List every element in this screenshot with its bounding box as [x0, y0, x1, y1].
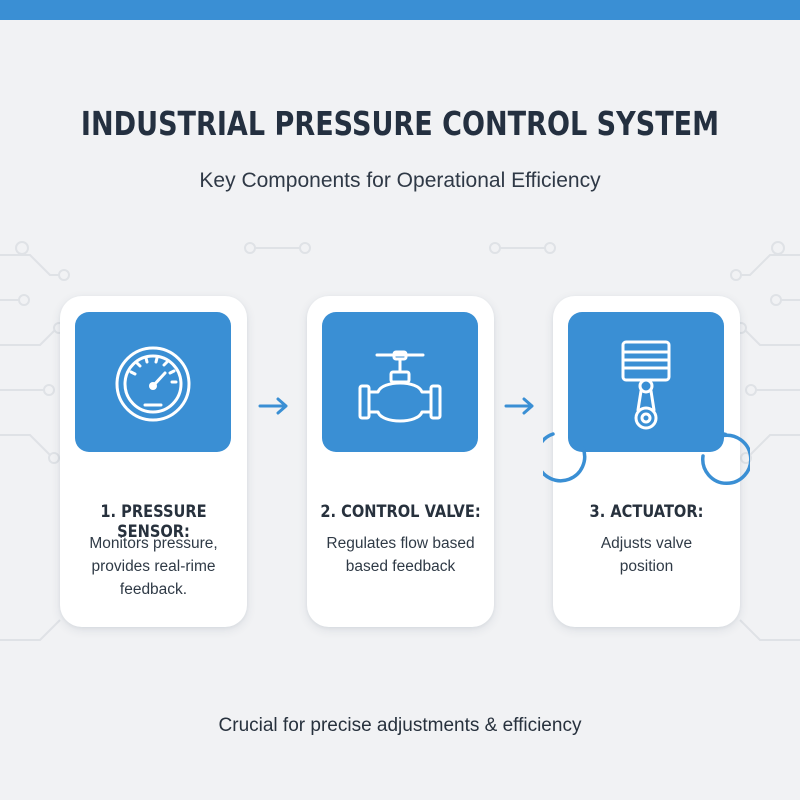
pressure-gauge-icon	[115, 346, 191, 422]
description-line: based feedback	[345, 558, 456, 575]
icon-tile	[568, 312, 724, 452]
component-card-control-valve: 2. CONTROL VALVE: Regulates flow based b…	[307, 296, 494, 627]
page-subtitle: Key Components for Operational Efficienc…	[199, 169, 601, 192]
icon-tile	[75, 312, 231, 452]
component-description: Regulates flow based based feedback	[307, 532, 494, 578]
description-line: Regulates flow based	[326, 535, 475, 552]
component-description: Adjusts valve position	[553, 532, 740, 578]
footer-caption: Crucial for precise adjustments & effici…	[218, 715, 582, 736]
component-title: 3. ACTUATOR:	[589, 502, 704, 522]
piston-actuator-icon	[621, 340, 671, 430]
top-accent-bar	[0, 0, 800, 20]
component-card-pressure-sensor: 1. PRESSURE SENSOR: Monitors pressure, p…	[60, 296, 247, 627]
component-card-actuator: 3. ACTUATOR: Adjusts valve position	[543, 296, 750, 627]
valve-icon	[358, 350, 442, 423]
rotation-arrow-icon	[543, 430, 750, 486]
arrow-right-icon	[258, 397, 288, 415]
description-line: Monitors pressure,	[89, 535, 218, 552]
description-line: position	[619, 558, 674, 575]
page-title: INDUSTRIAL PRESSURE CONTROL SYSTEM	[80, 104, 720, 143]
arrow-right-icon	[504, 397, 534, 415]
icon-tile	[322, 312, 478, 452]
description-line: Adjusts valve	[600, 535, 693, 552]
component-title: 2. CONTROL VALVE:	[320, 502, 481, 522]
component-title: 1. PRESSURE SENSOR:	[100, 502, 207, 542]
component-description: Monitors pressure, provides real-rime fe…	[60, 532, 247, 601]
description-line: provides real-rime feedback.	[91, 558, 216, 598]
